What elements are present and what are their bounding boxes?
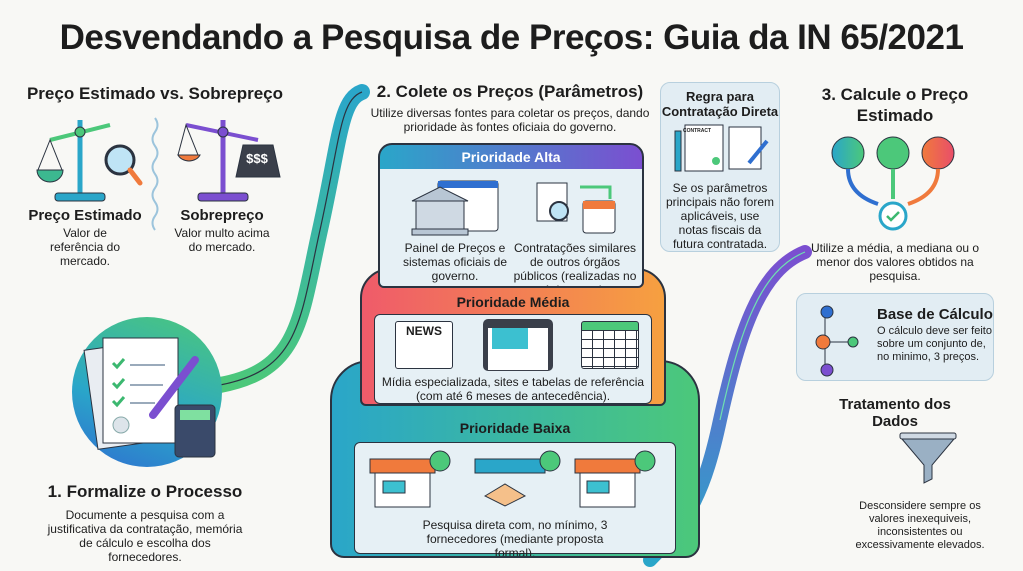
preco-estimado-desc: Valor de referência do mercado. [49, 226, 121, 268]
step3-desc: Utilize a média, a mediana ou o menor do… [810, 241, 980, 283]
wavy-divider [151, 117, 159, 231]
tier-medium-label: Prioridade Média [456, 294, 570, 310]
government-building-icon [411, 180, 499, 236]
treatment-title: Tratamento dos Dados [839, 396, 951, 430]
base-calculo-callout: Base de Cálculo O cálculo deve ser feito… [796, 293, 994, 381]
tier-high-label: Prioridade Alta [461, 149, 561, 165]
direct-contract-title: Regra para Contratação Direta [661, 89, 779, 119]
preco-estimado-title: Preço Estimado [28, 207, 142, 224]
tier-high-item-contratacoes: Contratações similares de outros órgãos … [513, 241, 637, 286]
direct-contract-callout: Regra para Contratação Direta CONTRACT S… [660, 82, 780, 252]
newspaper-icon: NEWS [395, 321, 453, 369]
checklist-document-icon [83, 337, 216, 458]
tier-low-panel: Pesquisa direta com, no mínimo, 3 fornec… [354, 442, 676, 556]
unbalanced-scale-icon [177, 120, 281, 202]
storefront-icons [369, 450, 656, 508]
news-label: NEWS [406, 324, 442, 338]
step2-title: 2. Colete os Preços (Parâmetros) [376, 82, 644, 101]
calculation-methods-icon [831, 136, 955, 231]
tier-high-item-painel: Painel de Preços e sistemas oficiais de … [402, 241, 508, 283]
treatment-desc: Desconsidere sempre os valores inexequiv… [855, 500, 985, 551]
tablet-icon [483, 319, 553, 371]
direct-contract-desc: Se os parâmetros principais não forem ap… [665, 181, 775, 251]
tier-high-panel: Painel de Preços e sistemas oficiais de … [380, 169, 642, 286]
contract-documents-icon [674, 124, 769, 172]
document-search-calendar-icon [536, 182, 616, 234]
weight-label: $$$ [246, 151, 268, 166]
step1-title: 1. Formalize o Processo [47, 482, 243, 501]
tier-medium-panel: NEWS Mídia especializada, sites e tabela… [374, 314, 652, 404]
contract-label: CONTRACT [683, 128, 712, 134]
tier-medium-desc: Mídia especializada, sites e tabelas de … [381, 375, 645, 403]
step1-desc: Documente a pesquisa com a justificativa… [47, 508, 243, 564]
step2-desc: Utilize diversas fontes para coletar os … [370, 106, 650, 134]
sobrepreco-title: Sobrepreço [180, 207, 264, 224]
spreadsheet-icon [581, 321, 639, 369]
tier-low-desc: Pesquisa direta com, no mínimo, 3 fornec… [422, 518, 608, 558]
comparison-heading: Preço Estimado vs. Sobrepreço [26, 84, 284, 103]
tier-medium: Prioridade Média NEWS Mídia especializad… [360, 268, 666, 406]
base-calculo-title: Base de Cálculo [877, 306, 993, 323]
tier-high: Prioridade Alta Painel de Preços e siste… [378, 143, 644, 288]
funnel-icon [899, 432, 957, 484]
base-calculo-desc: O cálculo deve ser feito sobre um conjun… [877, 325, 992, 363]
step3-title: 3. Calcule o Preço Estimado [821, 85, 969, 125]
tier-low-label: Prioridade Baixa [459, 420, 571, 436]
page-title: Desvendando a Pesquisa de Preços: Guia d… [59, 18, 964, 57]
sobrepreco-desc: Valor multo acima do mercado. [174, 226, 270, 254]
balanced-scale-icon [36, 120, 143, 202]
data-points-icon [815, 305, 859, 377]
